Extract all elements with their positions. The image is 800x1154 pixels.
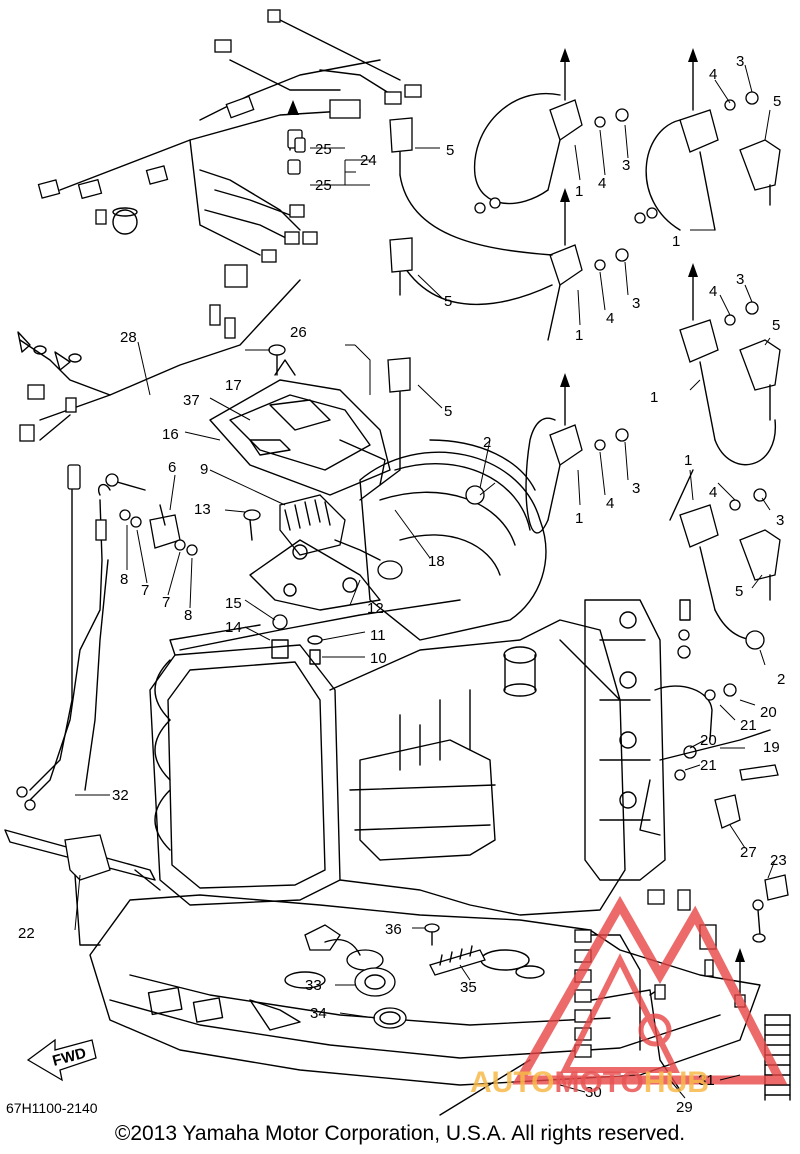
copyright-notice: ©2013 Yamaha Motor Corporation, U.S.A. A… xyxy=(114,1122,686,1145)
callout-3a: 3 xyxy=(622,157,630,174)
callout-2a: 2 xyxy=(483,434,491,451)
leader-lines xyxy=(74,64,776,1099)
callout-33: 33 xyxy=(305,977,322,994)
callout-14: 14 xyxy=(225,619,242,636)
callout-1b: 1 xyxy=(575,327,583,344)
callout-5a: 5 xyxy=(446,142,454,159)
callout-3f: 3 xyxy=(776,512,784,529)
callout-11: 11 xyxy=(370,627,386,644)
bottom-parts: FWD xyxy=(4,829,791,1116)
callout-7b: 7 xyxy=(162,594,170,611)
callout-28: 28 xyxy=(120,329,137,346)
callout-5c: 5 xyxy=(444,403,452,420)
callout-3b: 3 xyxy=(632,295,640,312)
callout-4f: 4 xyxy=(709,484,717,501)
callout-9: 9 xyxy=(200,461,208,478)
watermark-part-hub: HUB xyxy=(643,1066,709,1099)
callout-29: 29 xyxy=(676,1099,693,1116)
callout-5f: 5 xyxy=(735,583,743,600)
callout-1e: 1 xyxy=(650,389,658,406)
battery-cable xyxy=(16,464,111,811)
callout-36: 36 xyxy=(385,921,402,938)
callout-20b: 20 xyxy=(700,732,717,749)
callout-2b: 2 xyxy=(777,671,785,688)
callout-16: 16 xyxy=(162,426,179,443)
starter-relay xyxy=(105,344,286,556)
callout-4a: 4 xyxy=(598,175,606,192)
callout-23: 23 xyxy=(770,852,787,869)
callout-12: 12 xyxy=(367,600,384,617)
callout-37: 37 xyxy=(183,392,200,409)
right-side-hardware xyxy=(639,599,789,943)
callout-4b: 4 xyxy=(606,310,614,327)
engine-assembly xyxy=(89,439,761,1086)
callout-21b: 21 xyxy=(700,757,717,774)
callout-17: 17 xyxy=(225,377,242,394)
callout-10: 10 xyxy=(370,650,387,667)
callout-5b: 5 xyxy=(444,293,452,310)
callout-8b: 8 xyxy=(184,607,192,624)
callout-34: 34 xyxy=(310,1005,327,1022)
callout-numbers: 1 1 1 1 1 1 2 2 3 3 3 3 3 3 4 4 4 4 4 4 … xyxy=(18,53,787,1116)
callout-4c: 4 xyxy=(606,495,614,512)
callout-3e: 3 xyxy=(736,271,744,288)
ignition-coils xyxy=(359,48,781,650)
watermark-logo xyxy=(512,895,788,1085)
callout-31: 31 xyxy=(698,1072,715,1089)
callout-8a: 8 xyxy=(120,571,128,588)
wire-harness xyxy=(37,9,422,263)
callout-1f: 1 xyxy=(684,452,692,469)
callout-25b: 25 xyxy=(315,177,332,194)
callout-20a: 20 xyxy=(760,704,777,721)
callout-1c: 1 xyxy=(575,510,583,527)
callout-30: 30 xyxy=(585,1084,602,1101)
watermark-part-moto: MOTO xyxy=(554,1066,644,1099)
sub-harness xyxy=(17,264,301,442)
watermark-text: AUTOMOTOHUB xyxy=(470,1066,709,1100)
callout-7a: 7 xyxy=(141,582,149,599)
callout-6: 6 xyxy=(168,459,176,476)
callout-5e: 5 xyxy=(772,317,780,334)
callout-27: 27 xyxy=(740,844,757,861)
callout-1a: 1 xyxy=(575,183,583,200)
callout-19: 19 xyxy=(763,739,780,756)
callout-1d: 1 xyxy=(672,233,680,250)
watermark-part-auto: AUTO xyxy=(470,1066,555,1099)
callout-13: 13 xyxy=(194,501,211,518)
callout-32: 32 xyxy=(112,787,129,804)
callout-25a: 25 xyxy=(315,141,332,158)
rectifier xyxy=(249,494,403,665)
callout-21a: 21 xyxy=(740,717,757,734)
callout-24: 24 xyxy=(360,152,377,169)
callout-35: 35 xyxy=(460,979,477,996)
electrical-bracket xyxy=(209,359,391,496)
callout-4e: 4 xyxy=(709,283,717,300)
callout-18: 18 xyxy=(428,553,445,570)
callout-5d: 5 xyxy=(773,93,781,110)
callout-4d: 4 xyxy=(709,66,717,83)
callout-3c: 3 xyxy=(632,480,640,497)
diagram-code: 67H1100-2140 xyxy=(6,1100,98,1116)
callout-22: 22 xyxy=(18,925,35,942)
callout-26: 26 xyxy=(290,324,307,341)
callout-3d: 3 xyxy=(736,53,744,70)
callout-15: 15 xyxy=(225,595,242,612)
